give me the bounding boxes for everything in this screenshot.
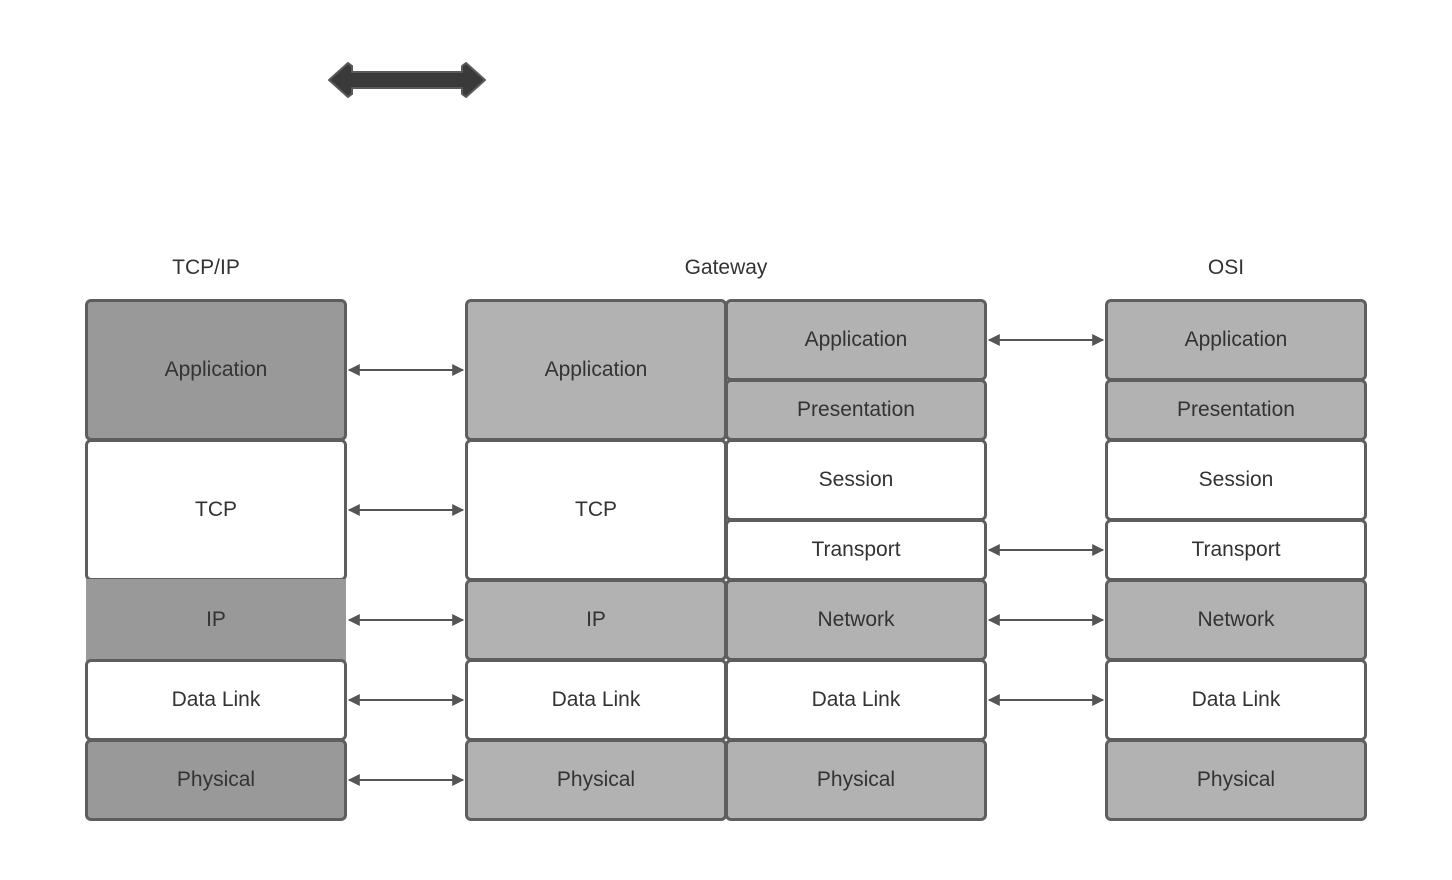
gateway-network-layer: Network (725, 579, 987, 661)
osi-physical-layer: Physical (1105, 739, 1367, 821)
gateway-application-layer: Application (465, 299, 727, 441)
gateway-session-layer: Session (725, 439, 987, 521)
tcpip-physical-layer: Physical (85, 739, 347, 821)
gateway-column-title: Gateway (684, 256, 768, 279)
gateway-presentation-layer: Presentation (725, 379, 987, 441)
tcpip-data-link-layer: Data Link (85, 659, 347, 741)
double-arrow-icon (328, 62, 486, 98)
gateway-physical-layer-right: Physical (725, 739, 987, 821)
osi-column-title: OSI (1207, 256, 1245, 279)
osi-session-layer: Session (1105, 439, 1367, 521)
osi-network-layer: Network (1105, 579, 1367, 661)
gateway-physical-layer-left: Physical (465, 739, 727, 821)
tcpip-column-title: TCP/IP (172, 256, 240, 279)
gateway-data-link-layer-left: Data Link (465, 659, 727, 741)
osi-transport-layer: Transport (1105, 519, 1367, 581)
osi-presentation-layer: Presentation (1105, 379, 1367, 441)
tcpip-ip-layer: IP (86, 579, 346, 661)
tcpip-tcp-layer: TCP (85, 439, 347, 581)
